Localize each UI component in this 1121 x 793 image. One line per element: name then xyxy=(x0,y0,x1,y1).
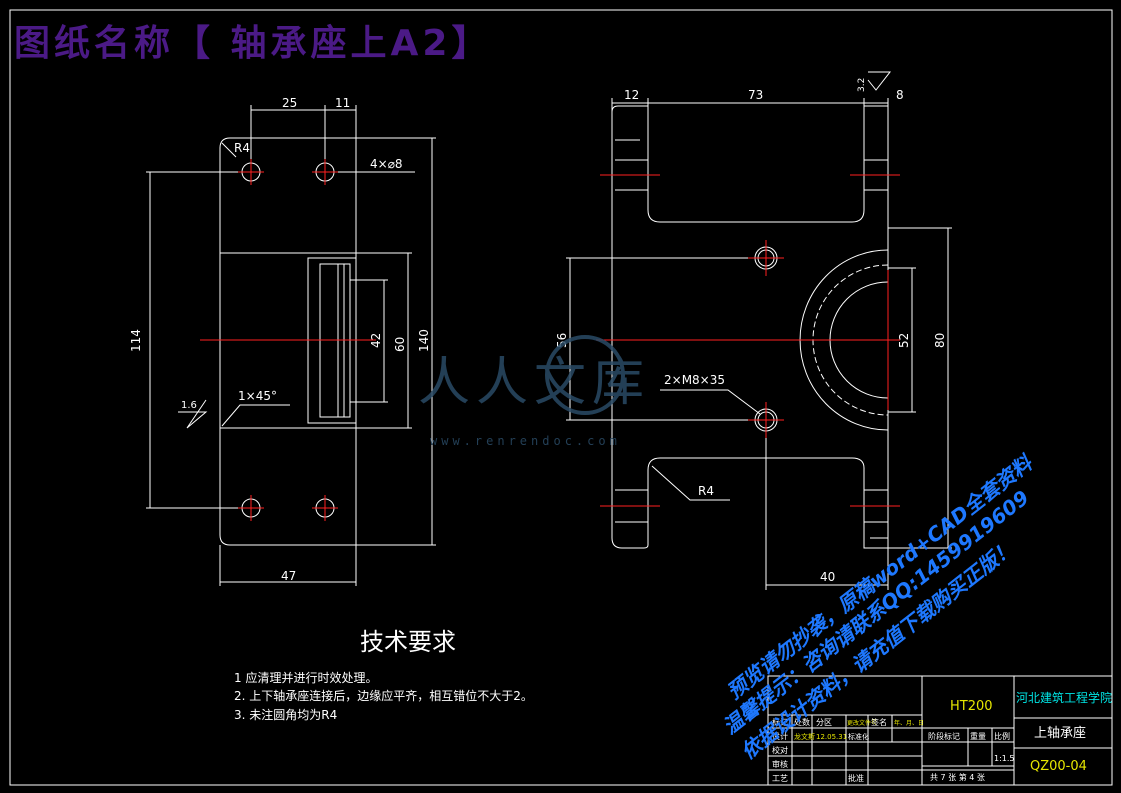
right-view-dims: 12 73 3.2 8 56 2×M8×35 52 80 R4 40 xyxy=(555,78,947,584)
left-view-dims: 25 11 R4 4×⌀8 114 140 60 42 1×45° 1.6 47 xyxy=(129,96,431,583)
left-leader-chamfer xyxy=(221,404,290,427)
right-dim-text-12: 12 xyxy=(624,88,639,102)
tb-date: 12.05.31 xyxy=(816,733,847,741)
notes-item-3: 3. 未注圆角均为R4 xyxy=(234,707,337,722)
title-block-text: HT200 河北建筑工程学院 上轴承座 QZ00-04 1:1.5 阶段标记 重… xyxy=(772,690,1112,783)
tb-part-name: 上轴承座 xyxy=(1034,726,1086,741)
left-dim-text-140: 140 xyxy=(417,329,431,352)
left-roughness-symbol xyxy=(178,399,208,429)
tb-header-count: 处数 xyxy=(794,717,810,727)
watermark-logo-text: 人人文库 xyxy=(418,353,650,413)
tb-sheets: 共 7 张 第 4 张 xyxy=(930,772,985,782)
right-dim-text-8: 8 xyxy=(896,88,904,102)
tb-header-doc: 更改文件号 xyxy=(847,719,877,727)
left-dim-text-r4: R4 xyxy=(234,141,250,155)
tb-std: 标准化 xyxy=(848,732,869,741)
tb-school: 河北建筑工程学院 xyxy=(1016,690,1112,705)
notes-heading: 技术要求 xyxy=(360,628,456,656)
watermark-url: www.renrendoc.com xyxy=(430,434,621,448)
tb-row-label-check: 校对 xyxy=(772,745,788,755)
title-block xyxy=(767,675,1113,786)
right-leader-r4 xyxy=(651,465,730,501)
right-dim-text-40: 40 xyxy=(820,570,835,584)
left-view-centerlines xyxy=(200,159,376,521)
left-dim-text-roughness: 1.6 xyxy=(181,400,197,411)
drawing-title: 图纸名称【 轴承座上A2】 xyxy=(14,23,491,64)
left-dim-text-114: 114 xyxy=(129,329,143,352)
drawing-border xyxy=(9,9,1113,786)
tb-drawing-no: QZ00-04 xyxy=(1030,759,1087,774)
tb-weight-label: 重量 xyxy=(970,731,986,741)
left-dim-text-60: 60 xyxy=(393,337,407,352)
tb-row-label-design: 设计 xyxy=(772,731,788,741)
right-dim-text-r4: R4 xyxy=(698,484,714,498)
right-dim-text-threads: 2×M8×35 xyxy=(664,373,725,387)
right-view xyxy=(566,71,952,590)
left-dim-text-25: 25 xyxy=(282,96,297,110)
tb-scale: 1:1.5 xyxy=(994,754,1015,763)
tb-row-label-mark: 标记 xyxy=(772,717,788,727)
left-dim-text-42: 42 xyxy=(369,333,383,348)
left-dim-text-holes: 4×⌀8 xyxy=(370,157,403,171)
technical-notes: 技术要求 1 应清理并进行时效处理。 2. 上下轴承座连接后，边缘应平齐，相互错… xyxy=(234,628,533,722)
watermark-logo: 人人文库 www.renrendoc.com xyxy=(418,335,650,448)
watermark-ad-line-1: 预览请勿抄袭，原稿word+CAD全套资料 xyxy=(722,450,1038,704)
right-dim-text-73: 73 xyxy=(748,88,763,102)
notes-item-1: 1 应清理并进行时效处理。 xyxy=(234,670,377,685)
left-dim-text-11: 11 xyxy=(335,96,350,110)
right-dim-text-52: 52 xyxy=(897,333,911,348)
tb-header-zone: 分区 xyxy=(816,718,832,727)
left-dim-text-chamfer: 1×45° xyxy=(238,389,277,403)
tb-row-label-review: 审核 xyxy=(772,759,788,769)
right-leader-thread xyxy=(660,389,761,415)
right-body-outline xyxy=(611,105,889,549)
right-dim-text-80: 80 xyxy=(933,333,947,348)
right-roughness-top xyxy=(867,71,892,91)
tb-row-label-process: 工艺 xyxy=(772,774,788,783)
title-block-frame xyxy=(767,675,1113,786)
notes-item-2: 2. 上下轴承座连接后，边缘应平齐，相互错位不大于2。 xyxy=(234,688,533,703)
left-dim-text-47: 47 xyxy=(281,569,296,583)
right-dim-text-roughness: 3.2 xyxy=(857,78,867,92)
tb-material: HT200 xyxy=(950,699,993,714)
watermark-logo-ring xyxy=(545,335,625,415)
tb-designer: 龙文斯 xyxy=(794,732,815,741)
tb-header-sign: 签名 xyxy=(871,717,887,727)
left-plate-outline xyxy=(219,137,357,546)
tb-header-date: 年、月、日 xyxy=(894,719,924,727)
left-leader-r4 xyxy=(221,142,237,158)
tb-stage-label: 阶段标记 xyxy=(928,731,960,741)
right-view-centerlines xyxy=(596,174,900,507)
tb-approve: 批准 xyxy=(848,773,864,783)
tb-scale-label: 比例 xyxy=(994,731,1010,741)
